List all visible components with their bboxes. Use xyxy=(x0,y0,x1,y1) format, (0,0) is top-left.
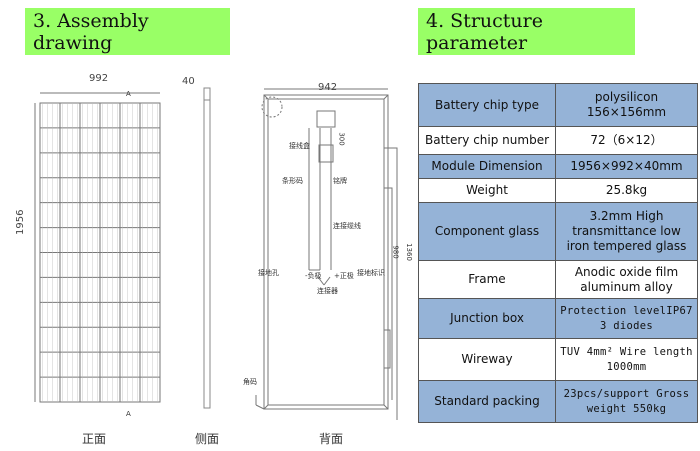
front-view-label: 正面 xyxy=(82,432,107,446)
callout-ground-mark: 接地标识 xyxy=(357,269,385,277)
parameter-value: 25.8kg xyxy=(555,178,698,203)
parameter-name: Junction box xyxy=(418,298,556,339)
jbox-dimension: 300 xyxy=(337,132,346,146)
parameter-value: 1956×992×40mm xyxy=(555,154,698,179)
callout-barcode: 条形码 xyxy=(282,177,303,185)
assembly-drawing xyxy=(34,87,398,420)
back-width-dimension: 942 xyxy=(318,82,338,93)
parameter-value: 23pcs/support Gross weight 550kg xyxy=(555,380,698,423)
width-dimension: 992 xyxy=(89,73,109,84)
callout-corner: 角码 xyxy=(243,378,257,386)
parameter-value: polysilicon 156×156mm xyxy=(555,83,698,127)
callout-positive: +正极 xyxy=(334,272,354,280)
parameter-value: 72（6×12） xyxy=(555,126,698,155)
parameter-value: 3.2mm High transmittance low iron temper… xyxy=(555,202,698,261)
parameter-name: Weight xyxy=(418,178,556,203)
front-view xyxy=(39,102,161,403)
callout-nameplate: 铭牌 xyxy=(333,177,347,185)
parameter-name: Frame xyxy=(418,260,556,299)
side-view-label: 侧面 xyxy=(195,432,220,446)
assembly-drawing-title: 3. Assembly drawing xyxy=(25,8,230,55)
parameter-value: Anodic oxide film aluminum alloy xyxy=(555,260,698,299)
parameter-value: Protection levelIP67 3 diodes xyxy=(555,298,698,339)
mount-dimension-long: 1360 xyxy=(404,243,413,261)
parameter-name: Battery chip type xyxy=(418,83,556,127)
height-dimension: 1956 xyxy=(15,209,26,235)
back-view-label: 背面 xyxy=(319,432,344,446)
parameter-name: Module Dimension xyxy=(418,154,556,179)
callout-junction-box: 接线盒 xyxy=(289,142,310,150)
callout-cable: 连接缆线 xyxy=(333,222,361,230)
callout-ground-hole: 接地孔 xyxy=(258,269,279,277)
parameter-name: Standard packing xyxy=(418,380,556,423)
mount-dimension-short: 980 xyxy=(391,245,400,259)
callout-connector: 连接器 xyxy=(317,287,338,295)
section-mark-top: A xyxy=(126,90,131,98)
parameter-name: Wireway xyxy=(418,338,556,381)
section-mark-bottom: A xyxy=(126,410,131,418)
parameter-name: Component glass xyxy=(418,202,556,261)
thickness-dimension: 40 xyxy=(182,76,195,87)
structure-parameter-title: 4. Structure parameter xyxy=(418,8,635,55)
callout-negative: -负极 xyxy=(305,272,322,280)
parameter-name: Battery chip number xyxy=(418,126,556,155)
back-view xyxy=(255,88,398,420)
side-view xyxy=(203,87,211,409)
parameter-value: TUV 4mm² Wire length 1000mm xyxy=(555,338,698,381)
